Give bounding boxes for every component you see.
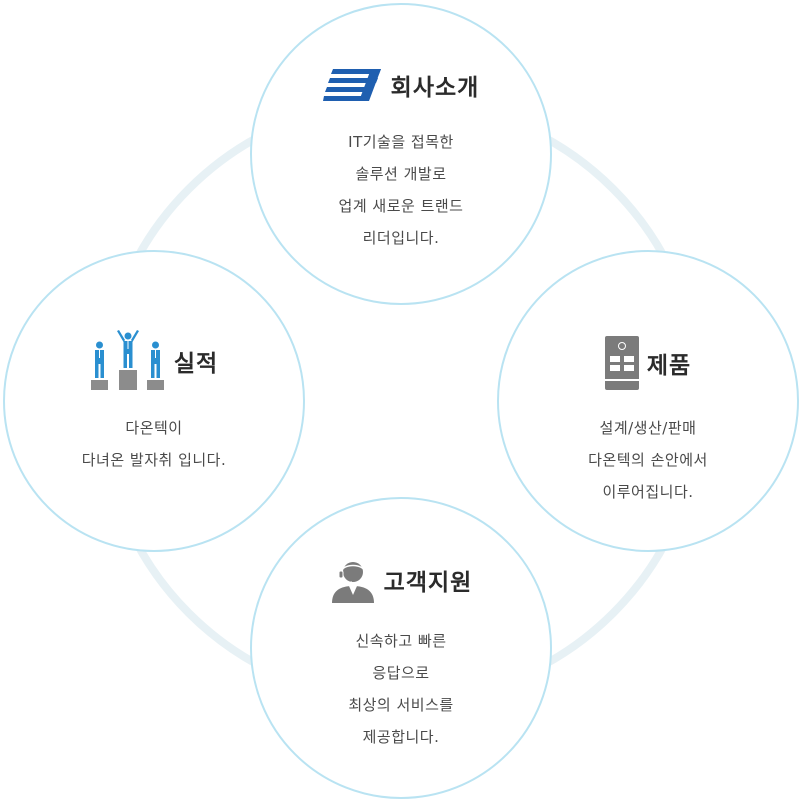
desc-line: 솔루션 개발로 bbox=[355, 165, 447, 183]
desc-line: 이루어집니다. bbox=[602, 483, 694, 501]
customer-support-title: 고객지원 bbox=[383, 570, 473, 596]
company-intro-title: 회사소개 bbox=[390, 75, 480, 101]
desc-line: 다녀온 발자취 입니다. bbox=[81, 451, 227, 469]
headset-agent-icon bbox=[331, 562, 374, 603]
desc-line: 제공합니다. bbox=[362, 728, 440, 746]
desc-line: 신속하고 빠른 bbox=[355, 632, 447, 650]
company-logo-icon bbox=[322, 69, 381, 101]
products-description: 설계/생산/판매 다온텍의 손안에서 이루어집니다. bbox=[499, 412, 797, 508]
company-intro-description: IT기술을 접목한 솔루션 개발로 업계 새로운 트랜드 리더입니다. bbox=[252, 126, 550, 254]
products-circle[interactable]: 제품 설계/생산/판매 다온텍의 손안에서 이루어집니다. bbox=[497, 250, 799, 552]
podium-icon bbox=[90, 330, 164, 390]
desc-line: 응답으로 bbox=[372, 664, 430, 682]
results-description: 다온텍이 다녀온 발자취 입니다. bbox=[5, 412, 303, 476]
results-circle[interactable]: 실적 다온텍이 다녀온 발자취 입니다. bbox=[3, 250, 305, 552]
company-intro-circle[interactable]: 회사소개 IT기술을 접목한 솔루션 개발로 업계 새로운 트랜드 리더입니다. bbox=[250, 3, 552, 305]
results-title: 실적 bbox=[173, 351, 219, 377]
desc-line: 다온텍의 손안에서 bbox=[588, 451, 708, 469]
desc-line: 설계/생산/판매 bbox=[599, 419, 697, 437]
customer-support-description: 신속하고 빠른 응답으로 최상의 서비스를 제공합니다. bbox=[252, 625, 550, 753]
products-title: 제품 bbox=[646, 353, 692, 379]
desc-line: 최상의 서비스를 bbox=[348, 696, 454, 714]
desc-line: IT기술을 접목한 bbox=[348, 133, 454, 151]
desc-line: 리더입니다. bbox=[362, 229, 440, 247]
desc-line: 업계 새로운 트랜드 bbox=[338, 197, 464, 215]
desc-line: 다온텍이 bbox=[125, 419, 183, 437]
product-device-icon bbox=[604, 336, 639, 390]
customer-support-circle[interactable]: 고객지원 신속하고 빠른 응답으로 최상의 서비스를 제공합니다. bbox=[250, 497, 552, 799]
